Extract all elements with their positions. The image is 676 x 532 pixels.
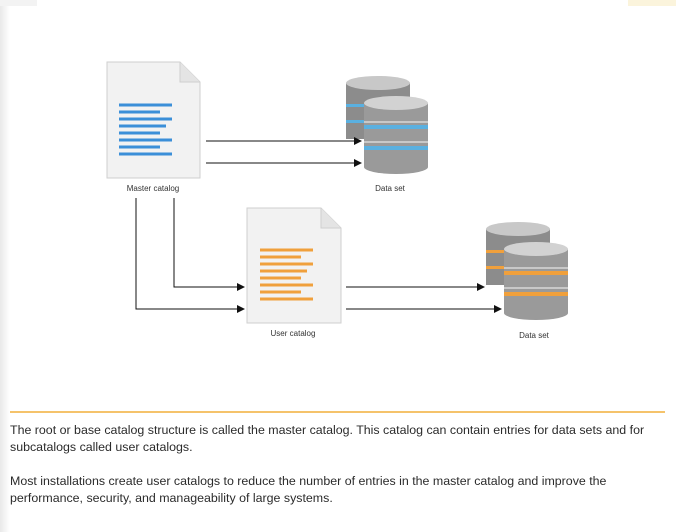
description-paragraph-2: Most installations create user catalogs … (10, 474, 607, 505)
master-doc-lines (119, 103, 172, 156)
catalog-diagram: Master catalog Data set (106, 61, 568, 340)
data-set-bottom-node: Data set (486, 222, 568, 340)
data-set-top-label: Data set (375, 184, 406, 193)
user-doc-lines (260, 248, 313, 301)
connectors (135, 137, 502, 313)
database-icon (486, 222, 568, 320)
data-set-top-node: Data set (346, 76, 428, 193)
master-catalog-label: Master catalog (127, 184, 179, 193)
user-catalog-label: User catalog (271, 329, 316, 338)
data-set-bottom-label: Data set (519, 331, 550, 340)
top-right-strip (628, 0, 676, 6)
database-icon (346, 76, 428, 174)
left-edge-shadow (0, 0, 10, 532)
section-divider (10, 411, 665, 413)
document-icon (106, 61, 201, 179)
description-paragraph-1: The root or base catalog structure is ca… (10, 423, 645, 454)
edge-master-to-user-1 (173, 198, 245, 291)
document-icon (246, 207, 342, 324)
edge-master-to-user-2 (135, 198, 245, 313)
user-catalog-node: User catalog (246, 207, 342, 338)
master-catalog-node: Master catalog (106, 61, 201, 193)
top-left-strip (0, 0, 37, 6)
